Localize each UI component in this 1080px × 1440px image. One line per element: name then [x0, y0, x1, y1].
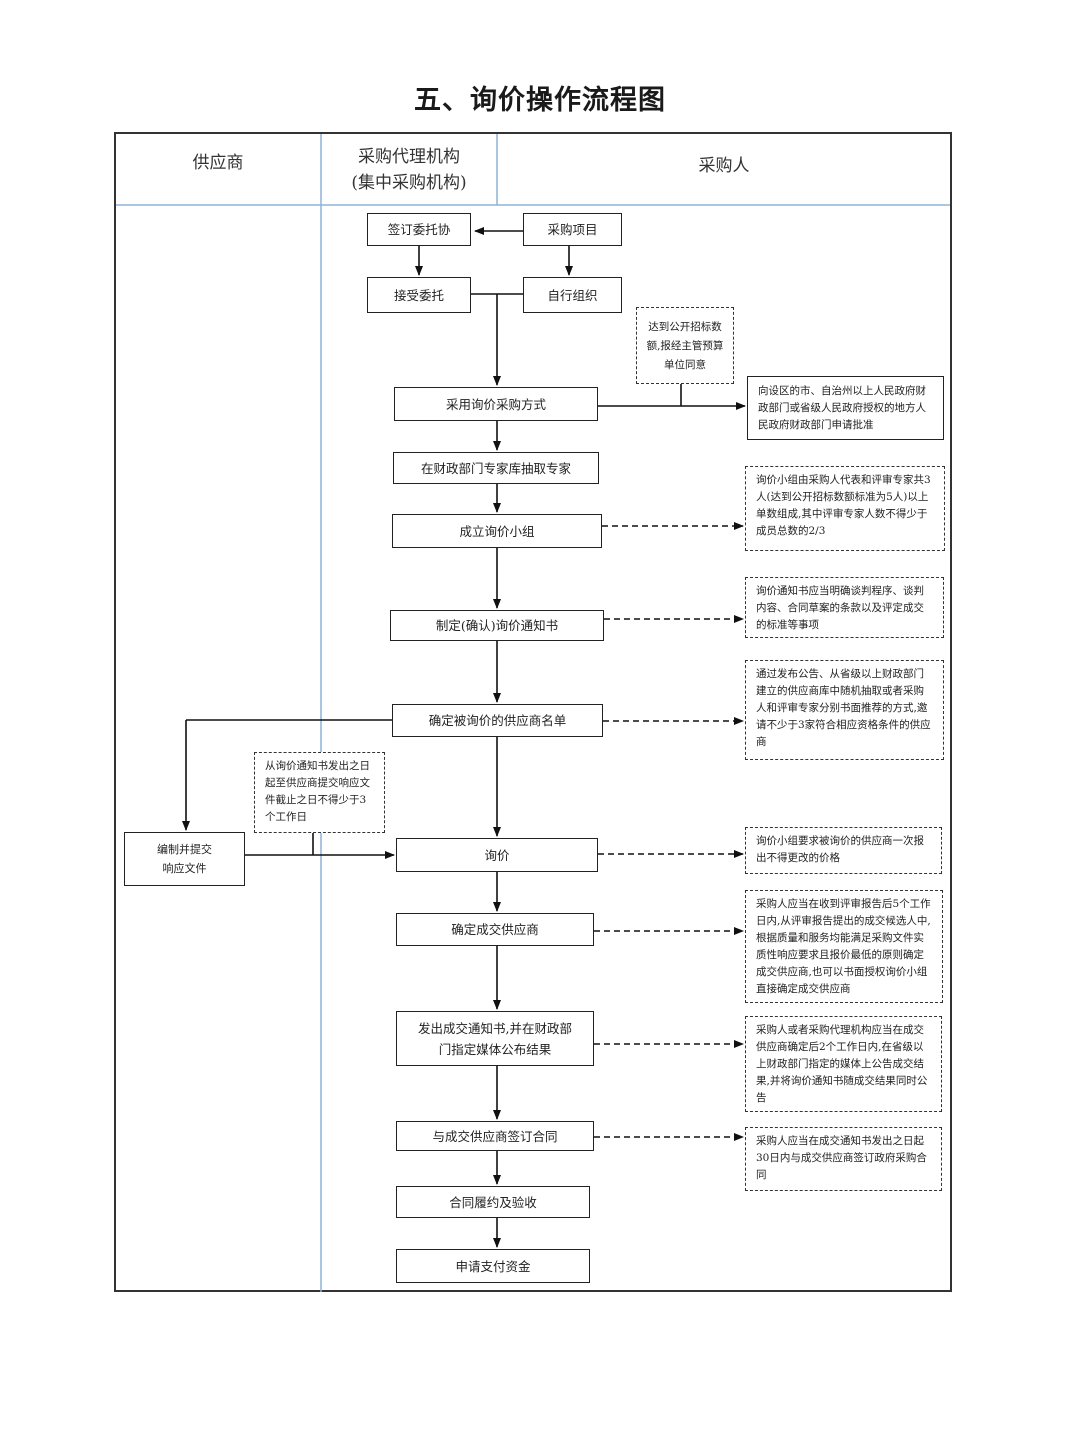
step-issue-notice-line1: 发出成交通知书,并在财政部 [418, 1020, 572, 1036]
step-sign-contract: 与成交供应商签订合同 [396, 1121, 594, 1151]
step-self-organize: 自行组织 [523, 277, 622, 313]
step-perform-accept: 合同履约及验收 [396, 1186, 590, 1218]
note-supplier-selection: 通过发布公告、从省级以上财政部门建立的供应商库中随机抽取或者采购人和评审专家分别… [745, 660, 944, 760]
step-apply-payment: 申请支付资金 [396, 1249, 590, 1283]
step-inquiry: 询价 [396, 838, 598, 872]
step-form-group: 成立询价小组 [392, 514, 602, 548]
lane-header-agency: 采购代理机构 (集中采购机构) [322, 144, 496, 196]
lane-header-agency-line1: 采购代理机构 [358, 147, 460, 167]
step-prepare-response: 编制并提交 响应文件 [124, 832, 245, 886]
step-prepare-response-line2: 响应文件 [162, 862, 207, 875]
note-announce-rule: 采购人或者采购代理机构应当在成交供应商确定后2个工作日内,在省级以上财政部门指定… [745, 1016, 942, 1112]
step-issue-notice: 发出成交通知书,并在财政部 门指定媒体公布结果 [396, 1011, 594, 1066]
step-confirm-suppliers: 确定被询价的供应商名单 [392, 704, 603, 737]
note-approval: 向设区的市、自治州以上人民政府财政部门或省级人民政府授权的地方人民政府财政部门申… [747, 376, 944, 440]
step-draft-notice: 制定(确认)询价通知书 [390, 610, 604, 641]
lane-header-supplier: 供应商 [192, 153, 244, 173]
step-adopt-inquiry: 采用询价采购方式 [394, 387, 598, 421]
step-determine-supplier: 确定成交供应商 [396, 913, 594, 946]
page-title: 五、询价操作流程图 [414, 85, 666, 116]
note-notice-content: 询价通知书应当明确谈判程序、谈判内容、合同草案的条款以及评定成交的标准等事项 [745, 577, 944, 638]
lane-header-agency-line2: (集中采购机构) [351, 173, 467, 193]
step-draw-experts: 在财政部门专家库抽取专家 [393, 452, 599, 484]
step-accept-commission: 接受委托 [367, 277, 471, 313]
note-confirm-rule: 采购人应当在收到评审报告后5个工作日内,从评审报告提出的成交候选人中,根据质量和… [745, 890, 943, 1003]
note-contract-rule: 采购人应当在成交通知书发出之日起30日内与成交供应商签订政府采购合同 [745, 1127, 942, 1191]
note-group-rule: 询价小组由采购人代表和评审专家共3人(达到公开招标数额标准为5人)以上单数组成,… [745, 466, 945, 551]
note-deadline: 从询价通知书发出之日起至供应商提交响应文件截止之日不得少于3个工作日 [254, 752, 385, 833]
step-sign-commission: 签订委托协 [367, 213, 471, 246]
note-one-quote: 询价小组要求被询价的供应商一次报出不得更改的价格 [745, 827, 942, 874]
step-prepare-response-line1: 编制并提交 [157, 843, 212, 856]
lane-header-purchaser: 采购人 [698, 156, 750, 176]
step-issue-notice-line2: 门指定媒体公布结果 [438, 1041, 552, 1057]
step-purchase-project: 采购项目 [523, 213, 622, 246]
flowchart-frame [114, 132, 952, 1292]
note-public-tender: 达到公开招标数额,报经主管预算单位同意 [636, 307, 734, 384]
